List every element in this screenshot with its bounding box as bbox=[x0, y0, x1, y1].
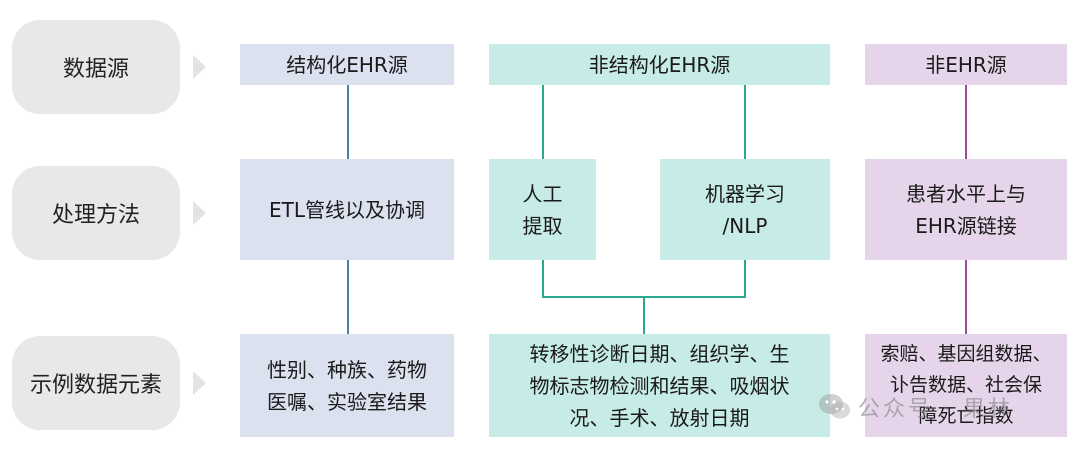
method-manual: 人工 提取 bbox=[489, 159, 596, 260]
connector-structured-bottom bbox=[347, 260, 349, 334]
elements-unstructured: 转移性诊断日期、组织学、生 物标志物检测和结果、吸烟状 况、手术、放射日期 bbox=[489, 334, 830, 437]
connector-manual-top bbox=[542, 85, 544, 159]
wechat-icon bbox=[819, 394, 850, 419]
header-structured: 结构化EHR源 bbox=[240, 44, 454, 85]
header-unstructured: 非结构化EHR源 bbox=[489, 44, 830, 85]
connector-nonehr-bottom bbox=[965, 260, 967, 334]
row-label-method: 处理方法 bbox=[12, 166, 180, 260]
row-label-source: 数据源 bbox=[12, 20, 180, 114]
connector-nonehr-top bbox=[965, 85, 967, 159]
arrow-right-icon bbox=[193, 371, 206, 395]
watermark-text: 公众号 · 果林 bbox=[858, 397, 1013, 422]
watermark: 公众号 · 果林 bbox=[818, 391, 1013, 423]
header-non-ehr: 非EHR源 bbox=[865, 44, 1067, 85]
arrow-right-icon bbox=[193, 201, 206, 225]
elements-non-ehr: 索赔、基因组数据、 讣告数据、社会保 障死亡指数 bbox=[865, 334, 1067, 437]
elements-structured: 性别、种族、药物 医嘱、实验室结果 bbox=[240, 334, 454, 437]
method-non-ehr: 患者水平上与 EHR源链接 bbox=[865, 159, 1067, 260]
connector-manual-bottom bbox=[542, 260, 544, 298]
connector-ml-top bbox=[744, 85, 746, 159]
method-ml-nlp: 机器学习 /NLP bbox=[660, 159, 830, 260]
connector-structured-top bbox=[347, 85, 349, 159]
connector-ml-bottom bbox=[744, 260, 746, 298]
arrow-right-icon bbox=[193, 55, 206, 79]
row-label-elements: 示例数据元素 bbox=[12, 336, 180, 430]
connector-unstructured-bottom bbox=[643, 296, 645, 334]
method-structured: ETL管线以及协调 bbox=[240, 159, 454, 260]
